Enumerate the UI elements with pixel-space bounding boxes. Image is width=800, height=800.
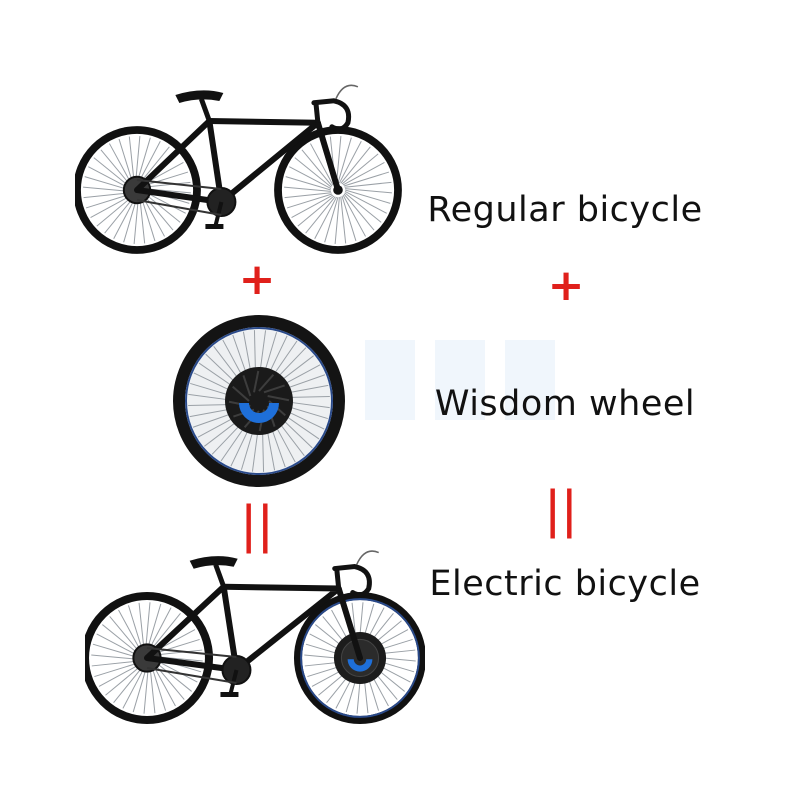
regular-bicycle-seatpost (199, 98, 212, 122)
regular-bicycle-handlebar (311, 98, 352, 132)
electric-bicycle-cable (356, 550, 379, 565)
label-electric-bicycle: Electric bicycle (429, 564, 701, 604)
electric-bicycle-stem (334, 568, 342, 589)
equals-sign-right: || (545, 481, 579, 539)
regular-bicycle-illustration (75, 84, 402, 254)
wisdom-wheel-motor (225, 367, 293, 435)
label-regular-bicycle: Regular bicycle (427, 190, 703, 230)
electric-bicycle-frame (144, 583, 363, 673)
plus-sign-right: + (547, 260, 585, 311)
regular-bicycle-chain (136, 179, 222, 216)
electric-bicycle-pedal (220, 692, 239, 697)
equals-sign-left: || (241, 496, 275, 554)
regular-bicycle-cable (335, 84, 359, 100)
plus-sign-left: + (238, 254, 276, 305)
regular-bicycle-stem (313, 102, 321, 124)
electric-bicycle-illustration (85, 550, 425, 725)
electric-bicycle-seatpost (213, 563, 227, 588)
electric-bicycle-chain (146, 647, 237, 684)
wisdom-wheel-tire (173, 315, 345, 487)
electric-bicycle-handlebar (332, 564, 372, 598)
wisdom-wheel-illustration (173, 315, 345, 487)
regular-bicycle-saddle (175, 90, 224, 103)
watermark (365, 340, 555, 420)
label-wisdom-wheel: Wisdom wheel (434, 384, 696, 424)
electric-bicycle-saddle (189, 556, 238, 569)
electric-bicycle-front-wheel (293, 591, 425, 725)
wisdom-wheel (173, 315, 345, 487)
electric-bicycle-front-wheel-hub-accent (347, 659, 373, 672)
wisdom-wheel-hub-accent (239, 403, 279, 423)
regular-bicycle-frame (134, 118, 341, 205)
regular-bicycle-pedal (205, 224, 224, 229)
